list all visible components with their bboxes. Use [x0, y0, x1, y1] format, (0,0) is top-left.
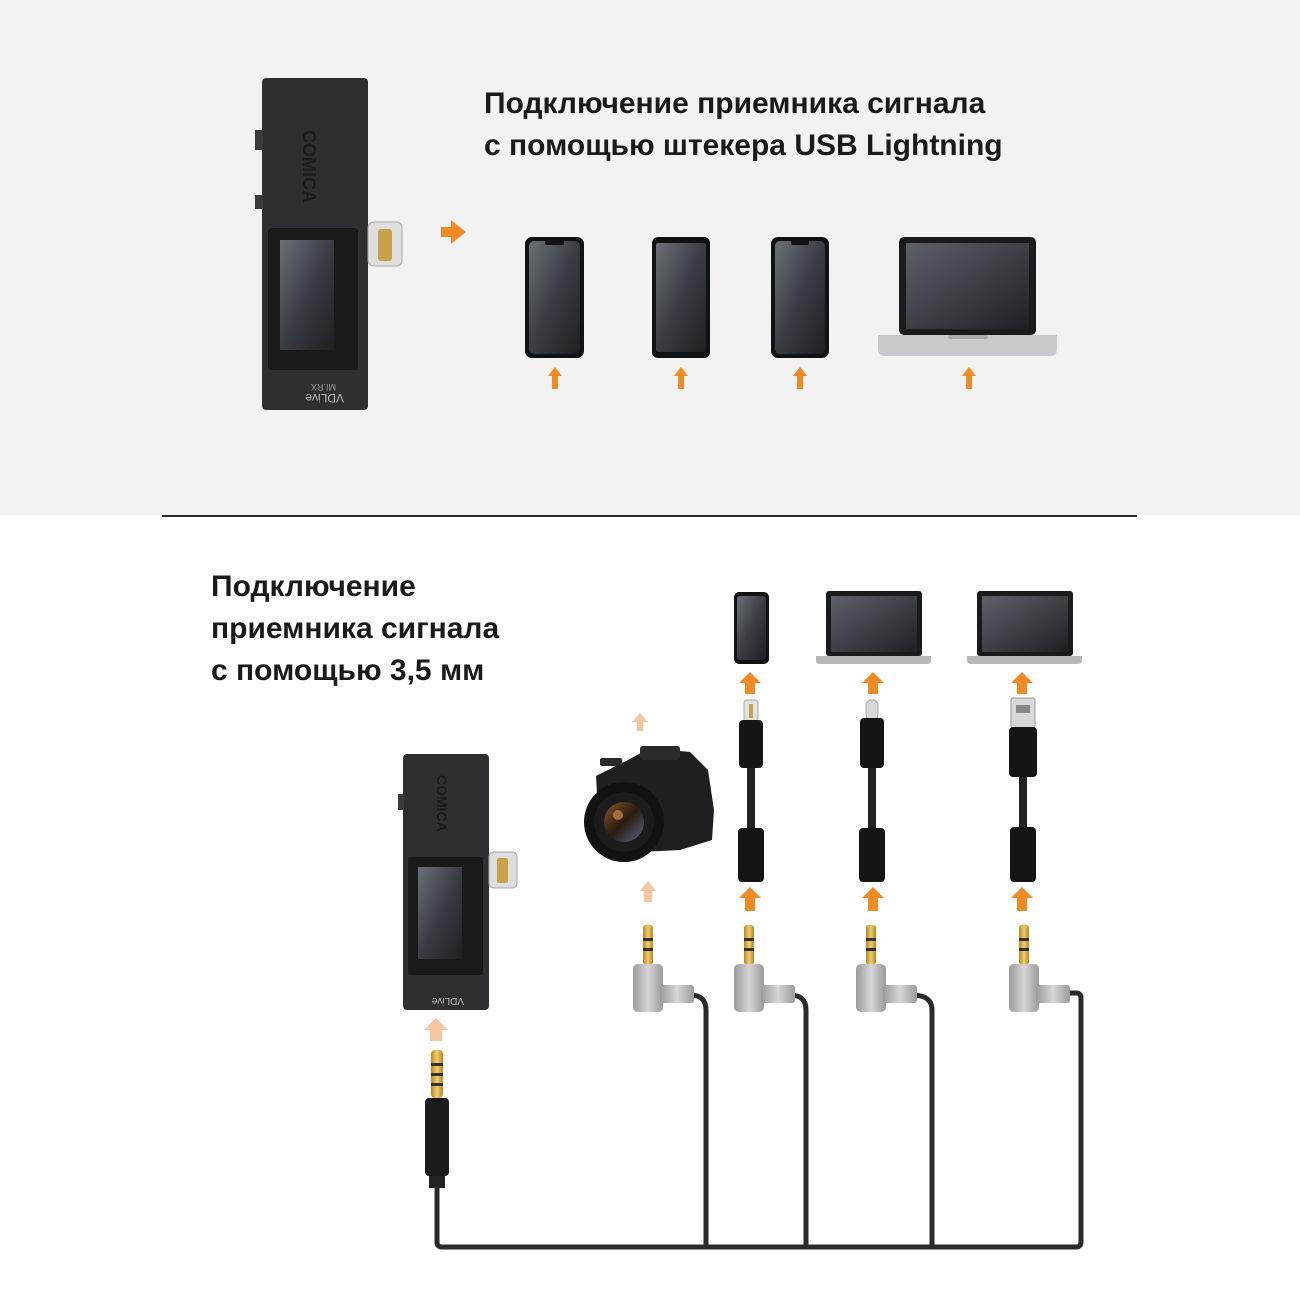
smartphone-icon: [525, 237, 584, 358]
arrow-up-icon: [1011, 672, 1033, 694]
receiver-model: VDLive: [305, 391, 344, 405]
arrow-up-icon: [548, 367, 562, 389]
receiver-screen: [280, 240, 334, 350]
usb-a-adapter: [1009, 697, 1037, 882]
laptop-icon: [967, 591, 1082, 664]
arrow-up-icons-adapters: [739, 672, 1033, 694]
lightning-pins: [378, 229, 392, 261]
arrow-up-icon: [739, 887, 761, 911]
audio-jack-angled: [856, 925, 917, 1012]
arrow-up-icon: [640, 881, 656, 902]
arrow-up-icon-stem: [637, 721, 643, 731]
arrow-up-icon: [674, 367, 688, 389]
receiver-side-button-2: [255, 195, 263, 209]
arrow-up-icon: [424, 1018, 448, 1041]
audio-jack-angled: [1009, 925, 1070, 1012]
arrow-up-icon: [862, 672, 884, 694]
usb-c-adapter: [859, 699, 885, 882]
smartphone-icon: [771, 237, 829, 358]
receiver-brand-label: COMICA: [434, 775, 450, 832]
receiver-submodel: MI.RX: [311, 382, 336, 392]
arrow-up-icon: [962, 367, 976, 389]
top-title-line-2: с помощью штекера USB Lightning: [484, 129, 1003, 162]
top-section-background: [0, 0, 1300, 515]
top-title-line-1: Подключение приемника сигнала: [484, 87, 986, 120]
arrow-right-icon: [441, 220, 466, 244]
audio-jack-angled: [734, 925, 795, 1012]
arrow-up-icon: [793, 367, 807, 389]
laptop-icon: [878, 237, 1057, 356]
receiver-screen: [418, 867, 462, 959]
arrow-up-icons-top: [548, 367, 976, 389]
top-section-title: Подключение приемника сигнала с помощью …: [484, 83, 1003, 167]
arrow-up-icon: [1011, 887, 1033, 911]
arrow-up-icon: [862, 887, 884, 911]
receiver-device-bottom: COMICA VDLive: [398, 754, 518, 1010]
cable-lines: [434, 990, 1084, 1250]
bottom-title-line-3: с помощью 3,5 мм: [211, 654, 485, 687]
laptop-icon: [816, 591, 931, 664]
arrow-up-icon: [632, 713, 648, 722]
section-divider: [162, 515, 1137, 517]
audio-jack-angled: [633, 925, 694, 1012]
bottom-section-title: Подключение приемника сигнала с помощью …: [211, 566, 499, 692]
smartphone-icon: [652, 237, 710, 358]
bottom-title-line-2: приемника сигнала: [211, 612, 500, 645]
smartphone-icon: [734, 592, 769, 664]
receiver-model: VDLive: [431, 995, 464, 1006]
receiver-brand-label: COMICA: [299, 130, 319, 203]
receiver-side-button: [255, 130, 263, 150]
lightning-adapter: [738, 699, 764, 882]
arrow-up-icons-jacks: [640, 881, 1033, 911]
receiver-device-top: COMICA MI.RX VDLive: [255, 78, 403, 410]
audio-jack-cable: [425, 1050, 449, 1188]
arrow-up-icon: [739, 672, 761, 694]
bottom-title-line-1: Подключение: [211, 570, 416, 603]
camera-icon: [584, 746, 714, 862]
